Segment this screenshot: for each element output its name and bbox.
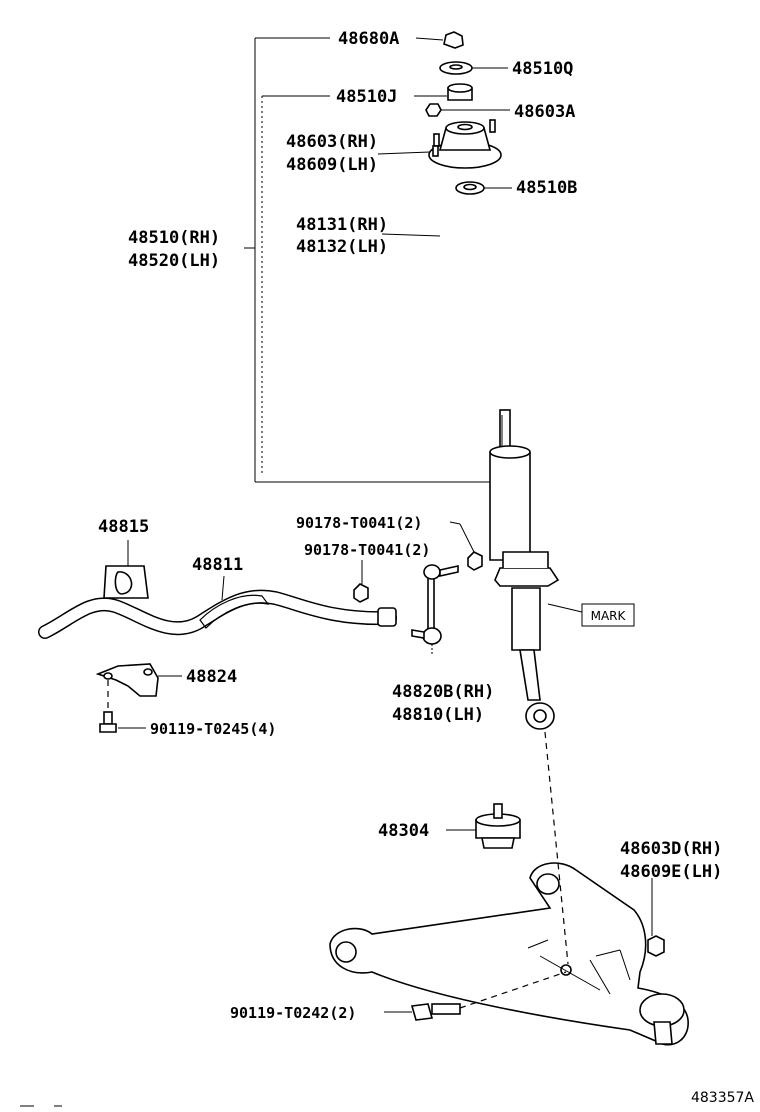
label-48603D-rh: 48603D(RH) (620, 839, 722, 859)
label-48609E-lh: 48609E(LH) (620, 862, 722, 882)
figure-reference: 483357A (691, 1090, 754, 1106)
label-48510-rh: 48510(RH) (128, 228, 220, 248)
label-48824: 48824 (186, 667, 237, 687)
label-48510Q: 48510Q (512, 59, 573, 79)
label-48132-lh: 48132(LH) (296, 237, 388, 257)
stabilizer-bushing-48815 (103, 540, 149, 599)
shock-absorber (489, 409, 583, 730)
strut-assembly-bracket (244, 37, 490, 483)
nut-90178-T0041-a (449, 521, 483, 571)
label-90119-T0242: 90119-T0242(2) (230, 1004, 356, 1022)
label-48603A: 48603A (514, 102, 575, 122)
label-48510B: 48510B (516, 178, 577, 198)
bolt-90119-T0242 (384, 971, 567, 1021)
strut-support-mount (377, 119, 502, 169)
stabilizer-link (411, 564, 459, 656)
bolt-90119-T0245 (99, 711, 146, 733)
label-48304: 48304 (378, 821, 429, 841)
mark-label: MARK (591, 609, 627, 623)
label-90178-T0041-b: 90178-T0041(2) (304, 541, 430, 559)
stabilizer-bar (38, 575, 397, 639)
label-48811: 48811 (192, 555, 243, 575)
label-48510J: 48510J (336, 87, 397, 107)
label-90178-T0041-a: 90178-T0041(2) (296, 514, 422, 532)
washer-48510Q (439, 61, 508, 75)
insulator-48510B (455, 181, 512, 195)
label-48815: 48815 (98, 517, 149, 537)
bound-stopper-48304 (446, 803, 521, 849)
label-48603-rh: 48603(RH) (286, 132, 378, 152)
nut-48603A (425, 103, 510, 117)
shock-to-arm-guide (544, 731, 569, 965)
label-48680A: 48680A (338, 29, 399, 49)
label-90119-T0245: 90119-T0245(4) (150, 720, 276, 738)
label-48131-rh: 48131(RH) (296, 215, 388, 235)
nut-90178-T0041-b (353, 560, 369, 603)
bushing-48510J (414, 83, 473, 101)
label-48810-lh: 48810(LH) (392, 705, 484, 725)
label-48820B-rh: 48820B(RH) (392, 682, 494, 702)
nut-48680A (415, 31, 464, 49)
mark-callout: MARK (581, 603, 635, 627)
label-48609-lh: 48609(LH) (286, 155, 378, 175)
coil-spring (381, 208, 541, 401)
label-48520-lh: 48520(LH) (128, 251, 220, 271)
nut-48603D (647, 878, 665, 957)
lower-control-arm (329, 862, 689, 1046)
stabilizer-bracket-48824 (95, 663, 182, 716)
